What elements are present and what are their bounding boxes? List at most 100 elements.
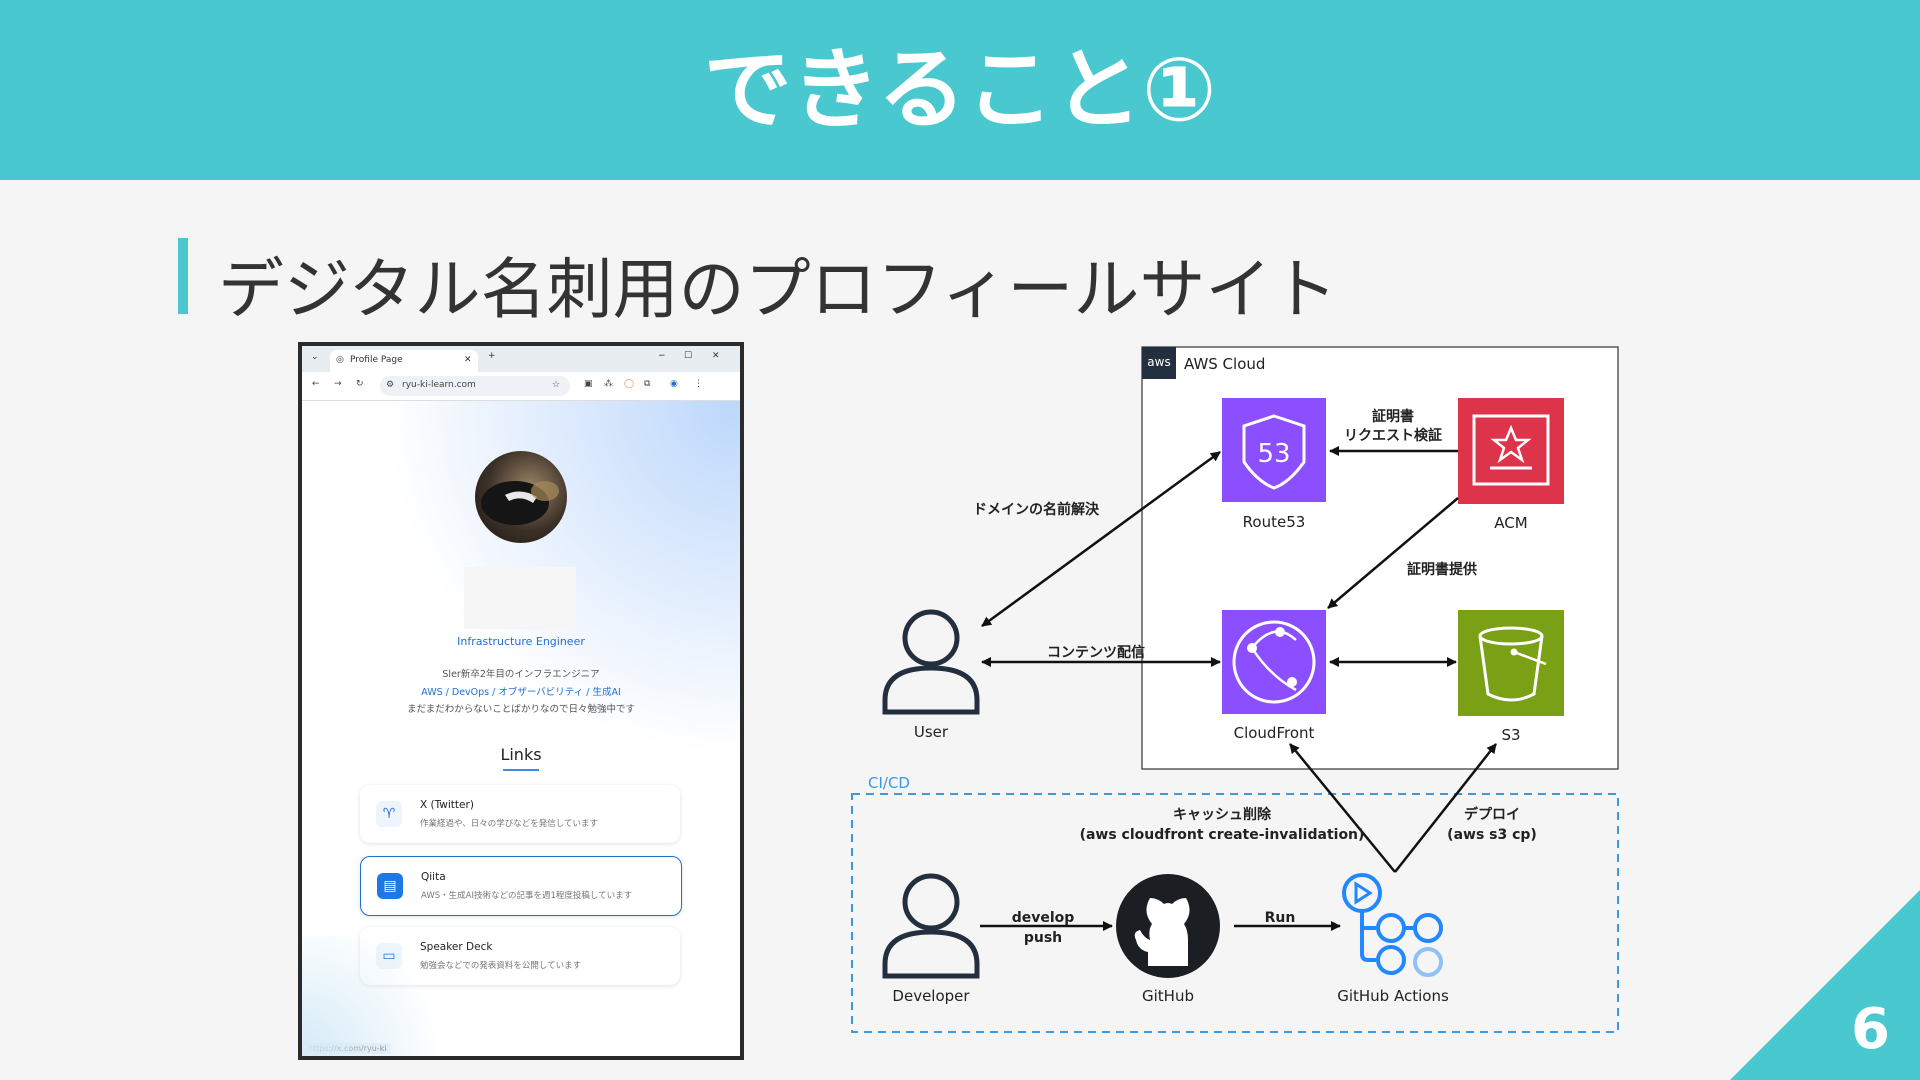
extension-icon-3[interactable]: ◯ <box>624 379 635 389</box>
corner-accent <box>1730 890 1920 1080</box>
arrow-dns-resolve <box>981 450 1221 628</box>
aws-cloud-group <box>1141 346 1619 770</box>
route53-service: 53 Route53 <box>1222 398 1326 531</box>
link-title: Qiita <box>421 871 446 883</box>
cert-request-label: リクエスト検証 <box>1344 427 1442 444</box>
extension-icon-1[interactable]: ▣ <box>584 379 593 389</box>
cert-request-label: 証明書 <box>1372 408 1414 425</box>
user-actor: User <box>882 609 980 741</box>
dns-resolve-label: ドメインの名前解決 <box>973 501 1100 518</box>
back-icon[interactable]: ← <box>312 379 320 389</box>
reload-icon[interactable]: ↻ <box>356 379 364 389</box>
link-description: 勉強会などでの発表資料を公開しています <box>420 961 582 971</box>
cicd-label: CI/CD <box>868 774 910 792</box>
profile-tags: AWS / DevOps / オブザーバビリティ / 生成AI <box>421 687 621 698</box>
browser-tab[interactable]: ◎ Profile Page ✕ <box>330 350 478 372</box>
developer-icon <box>902 873 960 931</box>
link-card-qiita[interactable]: ▤ Qiita AWS・生成AI技術などの記事を週1程度投稿しています <box>360 856 682 916</box>
actions-play-icon <box>1342 873 1382 913</box>
arrow-cache-invalidation <box>1289 743 1396 873</box>
name-placeholder <box>464 567 576 629</box>
arrow-cert-provide <box>1327 497 1459 609</box>
forward-icon[interactable]: → <box>334 379 342 389</box>
acm-service: ACM <box>1458 398 1564 532</box>
link-title: X (Twitter) <box>420 799 474 811</box>
bird-icon: ♈ <box>376 801 402 827</box>
window-close-icon[interactable]: ✕ <box>712 351 720 361</box>
shield-icon <box>1242 414 1306 490</box>
certificate-icon <box>1472 414 1550 486</box>
maximize-icon[interactable]: ☐ <box>684 351 693 361</box>
links-heading: Links <box>500 745 542 764</box>
run-label: Run <box>1265 910 1296 926</box>
url-field[interactable]: ⚙ ryu-ki-learn.com ☆ <box>380 376 570 396</box>
extensions-puzzle-icon[interactable]: ⧉ <box>644 379 651 389</box>
route53-label: Route53 <box>1243 513 1306 531</box>
cloudfront-label: CloudFront <box>1234 724 1315 742</box>
aws-cloud-label: AWS Cloud <box>1184 355 1265 373</box>
tab-close-icon[interactable]: ✕ <box>464 355 472 365</box>
link-title: Speaker Deck <box>420 941 493 953</box>
profile-page: Infrastructure Engineer Sler新卒2年目のインフラエン… <box>302 401 740 1056</box>
developer-label: Developer <box>892 987 970 1005</box>
status-url: https://x.com/ryu-ki <box>304 1043 391 1054</box>
browser-tab-bar: ⌄ ◎ Profile Page ✕ + − ☐ ✕ <box>302 346 740 372</box>
url-text: ryu-ki-learn.com <box>402 380 476 390</box>
new-tab-icon[interactable]: + <box>488 351 496 361</box>
address-bar: ← → ↻ ⚙ ryu-ki-learn.com ☆ ▣ ⁂ ◯ ⧉ ◉ ⋮ <box>302 372 740 401</box>
site-info-icon[interactable]: ⚙ <box>386 380 395 390</box>
github-octocat-icon <box>1116 874 1220 978</box>
document-icon: ▤ <box>377 873 403 899</box>
develop-push-label: push <box>1024 930 1062 946</box>
browser-menu-icon[interactable]: ⋮ <box>694 379 703 389</box>
link-description: AWS・生成AI技術などの記事を週1程度投稿しています <box>421 891 633 901</box>
bookmark-star-icon[interactable]: ☆ <box>552 380 561 390</box>
link-card-speakerdeck[interactable]: ▭ Speaker Deck 勉強会などでの発表資料を公開しています <box>360 927 680 985</box>
link-card-x[interactable]: ♈ X (Twitter) 作業経過や、日々の学びなどを発信しています <box>360 785 680 843</box>
develop-push-label: develop <box>1012 910 1075 926</box>
subtitle-accent-bar <box>178 238 188 314</box>
deploy-command-label: (aws s3 cp) <box>1447 827 1537 843</box>
aws-logo-text: aws <box>1147 355 1170 369</box>
cert-provide-label: 証明書提供 <box>1407 561 1477 578</box>
user-label: User <box>914 723 949 741</box>
cicd-group <box>851 793 1619 1033</box>
github-node: GitHub <box>1116 874 1220 1005</box>
title-banner: できること① <box>0 0 1920 180</box>
bucket-icon <box>1478 635 1544 702</box>
arrow-deploy <box>1394 743 1497 873</box>
tab-title: Profile Page <box>350 355 403 365</box>
cloudfront-service: CloudFront <box>1222 610 1326 742</box>
developer-actor: Developer <box>882 873 980 1005</box>
browser-screenshot: ⌄ ◎ Profile Page ✕ + − ☐ ✕ ← → ↻ ⚙ ryu-k… <box>298 342 744 1060</box>
globe-network-icon <box>1232 620 1316 704</box>
s3-service: S3 <box>1458 610 1564 744</box>
dog-photo <box>481 481 559 525</box>
slide-subtitle: デジタル名刺用のプロフィールサイト <box>218 251 1338 328</box>
profile-icon[interactable]: ◉ <box>670 379 678 389</box>
avatar <box>475 451 567 543</box>
user-icon <box>902 609 960 667</box>
github-actions-node: GitHub Actions <box>1337 873 1449 1005</box>
s3-label: S3 <box>1501 726 1520 744</box>
monitor-icon: ▭ <box>376 943 402 969</box>
slide-title: できること① <box>703 38 1217 141</box>
profile-bio-line: Sler新卒2年目のインフラエンジニア <box>442 669 600 680</box>
actions-label: GitHub Actions <box>1337 987 1449 1005</box>
deploy-label: デプロイ <box>1464 806 1520 823</box>
content-delivery-label: コンテンツ配信 <box>1047 644 1145 661</box>
aws-logo-icon <box>1142 347 1176 379</box>
minimize-icon[interactable]: − <box>658 351 666 361</box>
cache-command-label: (aws cloudfront create-invalidation) <box>1080 827 1365 843</box>
route53-badge: 53 <box>1257 439 1290 469</box>
cache-delete-label: キャッシュ削除 <box>1173 806 1272 823</box>
profile-role: Infrastructure Engineer <box>457 635 585 648</box>
acm-label: ACM <box>1494 514 1527 532</box>
globe-icon: ◎ <box>336 355 344 365</box>
profile-bio-line: まだまだわからないことばかりなので日々勉強中です <box>406 704 635 715</box>
tab-menu-icon[interactable]: ⌄ <box>311 352 319 362</box>
link-description: 作業経過や、日々の学びなどを発信しています <box>420 819 598 829</box>
page-number: 6 <box>1851 997 1890 1062</box>
links-underline <box>503 769 539 771</box>
extension-icon-2[interactable]: ⁂ <box>604 379 613 389</box>
